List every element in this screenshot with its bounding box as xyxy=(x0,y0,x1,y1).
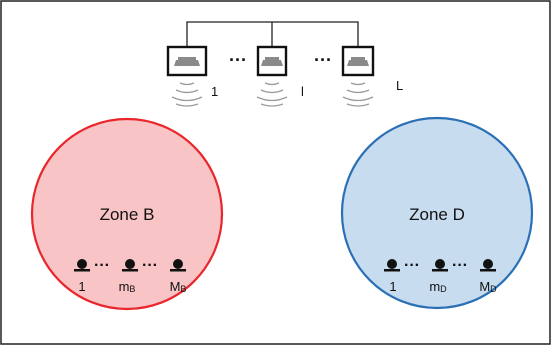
mic-label-b-1: 1 xyxy=(78,279,85,294)
zone-b-label: Zone B xyxy=(100,205,155,224)
sound-wave-icon xyxy=(171,82,203,107)
sound-wave-icon xyxy=(342,82,374,107)
mic-ellipsis-b-1: ··· xyxy=(94,257,110,274)
mic-label-d-M: MD xyxy=(479,279,497,294)
zone-d-microphones: ··· ··· 1 mD MD xyxy=(384,257,497,294)
speaker-icon xyxy=(341,45,375,77)
microphone-icon xyxy=(480,259,496,272)
speaker-L: L xyxy=(341,45,403,107)
speaker-l: l xyxy=(256,45,304,107)
speaker-ellipsis-right: ··· xyxy=(314,50,332,70)
mic-label-d-m: mD xyxy=(429,279,447,294)
mic-label-b-M: MB xyxy=(170,279,187,294)
microphone-icon xyxy=(170,259,186,272)
speaker-label-l: l xyxy=(301,84,304,99)
microphone-icon xyxy=(122,259,138,272)
zone-d-label: Zone D xyxy=(409,205,465,224)
speaker-label-1: 1 xyxy=(211,84,218,99)
speaker-label-L: L xyxy=(396,78,403,93)
speaker-1: 1 xyxy=(166,45,218,107)
speaker-wiring xyxy=(186,21,359,47)
zone-b: Zone B ··· ··· 1 mB MB xyxy=(30,117,224,311)
mic-label-b-m: mB xyxy=(119,279,136,294)
zone-b-microphones: ··· ··· 1 mB MB xyxy=(74,257,186,294)
mic-ellipsis-b-2: ··· xyxy=(142,257,158,274)
mic-label-d-1: 1 xyxy=(389,279,396,294)
microphone-icon xyxy=(384,259,400,272)
microphone-icon xyxy=(432,259,448,272)
sound-wave-icon xyxy=(256,82,288,107)
zone-d: Zone D ··· ··· 1 mD MD xyxy=(340,116,534,310)
mic-ellipsis-d-2: ··· xyxy=(452,257,468,274)
mic-ellipsis-d-1: ··· xyxy=(404,257,420,274)
speaker-ellipsis-left: ··· xyxy=(229,50,247,70)
microphone-icon xyxy=(74,259,90,272)
